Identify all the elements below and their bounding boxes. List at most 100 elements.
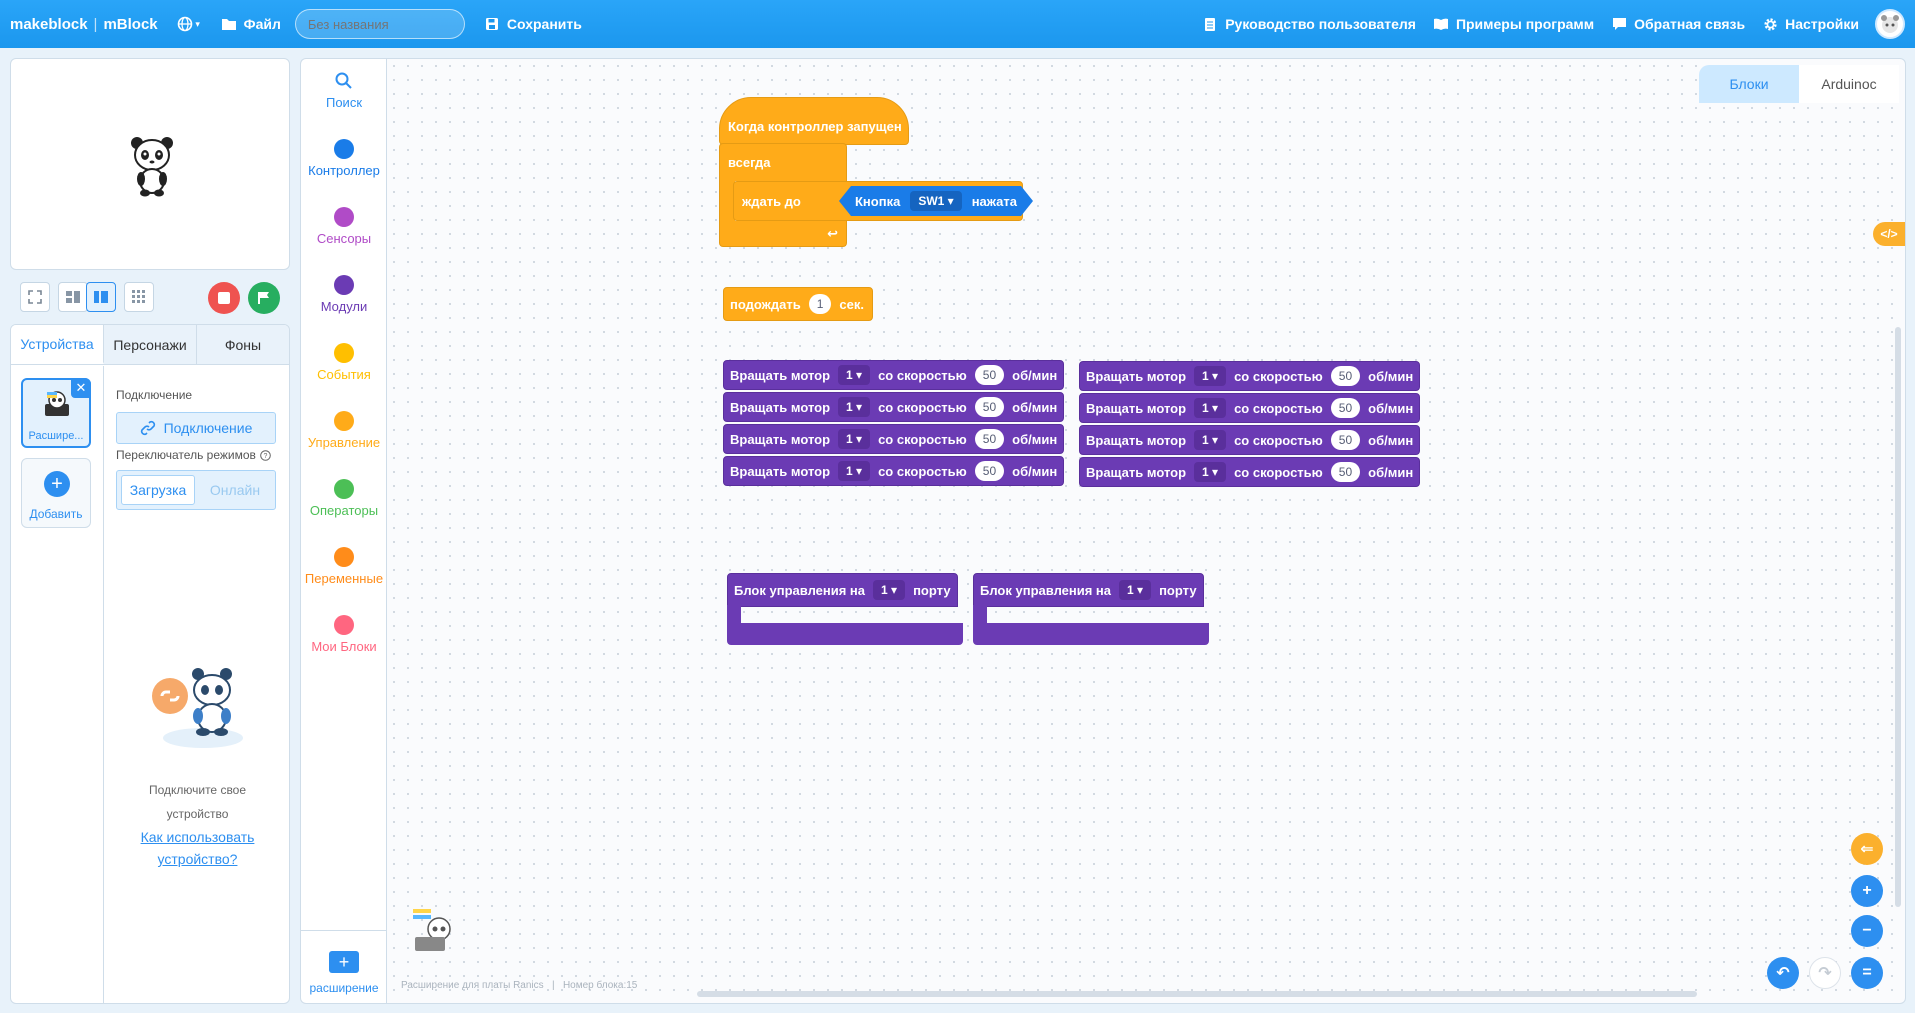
- normal-stage-button[interactable]: [86, 282, 116, 312]
- button-port-dropdown[interactable]: SW1 ▾: [910, 191, 961, 211]
- motor-dropdown[interactable]: 1 ▾: [838, 365, 871, 385]
- motor-block[interactable]: Вращать мотор 1 ▾ со скоростью 50 об/мин: [1079, 361, 1421, 391]
- how-to-link-line2[interactable]: устройство?: [157, 851, 238, 867]
- motor-dropdown[interactable]: 1 ▾: [1194, 462, 1227, 482]
- category-variables[interactable]: Переменные: [301, 547, 387, 586]
- device-settings: Подключение Подключение Переключатель ре…: [116, 366, 279, 1003]
- how-to-link-line1[interactable]: Как использовать: [140, 829, 255, 845]
- wait-seconds-input[interactable]: 1: [808, 294, 832, 314]
- speed-input[interactable]: 50: [974, 461, 1005, 481]
- speed-label: со скоростью: [878, 463, 967, 479]
- control-unit-block[interactable]: Блок управления на 1 ▾ порту: [727, 573, 958, 607]
- chevron-down-icon[interactable]: ▾: [195, 18, 200, 29]
- motor-block[interactable]: Вращать мотор 1 ▾ со скоростью 50 об/мин: [1079, 425, 1421, 455]
- category-sensors[interactable]: Сенсоры: [301, 207, 387, 246]
- button-pressed-block[interactable]: Кнопка SW1 ▾ нажата: [839, 186, 1033, 216]
- motor-block[interactable]: Вращать мотор 1 ▾ со скоростью 50 об/мин: [723, 456, 1065, 486]
- motor-block[interactable]: Вращать мотор 1 ▾ со скоростью 50 об/мин: [723, 424, 1065, 454]
- motor-dropdown[interactable]: 1 ▾: [1194, 430, 1227, 450]
- category-control[interactable]: Управление: [301, 411, 387, 450]
- speed-input[interactable]: 50: [974, 429, 1005, 449]
- speed-input[interactable]: 50: [974, 365, 1005, 385]
- settings-menu[interactable]: Настройки: [1761, 15, 1859, 33]
- device-panda-icon: [45, 391, 69, 416]
- zoom-reset-icon[interactable]: =: [1851, 957, 1883, 989]
- examples-link[interactable]: Примеры программ: [1432, 15, 1594, 33]
- control-unit-label: Блок управления на: [734, 582, 866, 598]
- control-dot-icon: [334, 411, 354, 431]
- help-icon[interactable]: ?: [260, 449, 271, 461]
- device-card[interactable]: ✕ Расшире...: [21, 378, 91, 448]
- save-button[interactable]: Сохранить: [483, 15, 582, 33]
- remove-device-icon[interactable]: ✕: [71, 378, 91, 398]
- control-unit-port: 1: [881, 583, 888, 597]
- tab-devices[interactable]: Устройства: [11, 325, 104, 364]
- fullscreen-icon: [28, 290, 42, 304]
- motor-block[interactable]: Вращать мотор 1 ▾ со скоростью 50 об/мин: [723, 360, 1065, 390]
- motor-dropdown[interactable]: 1 ▾: [1194, 398, 1227, 418]
- feedback-link[interactable]: Обратная связь: [1610, 15, 1745, 33]
- tab-backdrops[interactable]: Фоны: [224, 336, 262, 353]
- motor-block[interactable]: Вращать мотор 1 ▾ со скоростью 50 об/мин: [1079, 393, 1421, 423]
- mode-upload-button[interactable]: Загрузка: [121, 475, 195, 505]
- category-operators[interactable]: Операторы: [301, 479, 387, 518]
- wait-until-label: ждать до: [742, 193, 801, 209]
- category-my-blocks[interactable]: Мои Блоки: [301, 615, 387, 654]
- code-toggle-icon[interactable]: </>: [1873, 222, 1905, 246]
- green-flag-button[interactable]: [248, 282, 280, 314]
- tab-blocks[interactable]: Блоки: [1699, 65, 1799, 103]
- horizontal-scrollbar[interactable]: [697, 991, 1697, 997]
- file-menu[interactable]: Файл: [220, 15, 281, 33]
- motor-block[interactable]: Вращать мотор 1 ▾ со скоростью 50 об/мин: [723, 392, 1065, 422]
- speed-label: со скоростью: [1234, 464, 1323, 480]
- zoom-in-icon[interactable]: +: [1851, 875, 1883, 907]
- motor-dropdown[interactable]: 1 ▾: [838, 461, 871, 481]
- grid-stage-button[interactable]: [124, 282, 154, 312]
- status-bar: Расширение для платы Ranics | Номер блок…: [401, 980, 637, 991]
- motor-dropdown[interactable]: 1 ▾: [838, 429, 871, 449]
- category-controller[interactable]: Контроллер: [301, 139, 387, 178]
- undo-icon[interactable]: ↶: [1767, 957, 1799, 989]
- motor-dropdown[interactable]: 1 ▾: [1194, 366, 1227, 386]
- speed-input[interactable]: 50: [974, 397, 1005, 417]
- motor-dropdown[interactable]: 1 ▾: [838, 397, 871, 417]
- category-events[interactable]: События: [301, 343, 387, 382]
- speed-input[interactable]: 50: [1330, 366, 1361, 386]
- control-unit-port-dropdown[interactable]: 1 ▾: [873, 580, 906, 600]
- stop-button[interactable]: [208, 282, 240, 314]
- speed-input[interactable]: 50: [1330, 462, 1361, 482]
- wait-seconds-block[interactable]: подождать 1 сек.: [723, 287, 873, 321]
- when-controller-starts-block[interactable]: Когда контроллер запущен: [719, 97, 909, 145]
- search-icon: [335, 72, 352, 89]
- user-avatar[interactable]: [1875, 9, 1905, 39]
- layout-normal-icon: [94, 291, 108, 303]
- connect-hint-line2: устройство: [166, 807, 229, 821]
- speed-input[interactable]: 50: [1330, 430, 1361, 450]
- tab-sprites[interactable]: Персонажи: [104, 325, 197, 364]
- category-search[interactable]: Поиск: [301, 71, 387, 110]
- extension-button[interactable]: + расширение: [301, 951, 387, 995]
- rpm-label: об/мин: [1012, 399, 1058, 415]
- forever-block[interactable]: всегда: [719, 143, 847, 181]
- motor-block[interactable]: Вращать мотор 1 ▾ со скоростью 50 об/мин: [1079, 457, 1421, 487]
- script-workspace[interactable]: Блоки Arduinoc </> Когда контроллер запу…: [386, 58, 1906, 1004]
- user-guide-link[interactable]: Руководство пользователя: [1201, 15, 1416, 33]
- save-label: Сохранить: [506, 16, 582, 32]
- vertical-scrollbar[interactable]: [1895, 327, 1901, 907]
- block-palette-collapse-icon[interactable]: ⇐: [1851, 833, 1883, 865]
- redo-icon[interactable]: ↷: [1809, 957, 1841, 989]
- small-stage-button[interactable]: [58, 282, 88, 312]
- control-unit-block[interactable]: Блок управления на 1 ▾ порту: [973, 573, 1204, 607]
- fullscreen-button[interactable]: [20, 282, 50, 312]
- add-device-button[interactable]: + Добавить: [21, 458, 91, 528]
- zoom-out-icon[interactable]: −: [1851, 915, 1883, 947]
- category-modules[interactable]: Модули: [301, 275, 387, 314]
- stage-canvas[interactable]: [10, 58, 290, 270]
- mode-live-button[interactable]: Онлайн: [209, 482, 261, 498]
- control-unit-port-dropdown[interactable]: 1 ▾: [1119, 580, 1152, 600]
- tab-arduino-code[interactable]: Arduinoc: [1799, 65, 1899, 103]
- connect-button[interactable]: Подключение: [116, 412, 276, 444]
- project-title-input[interactable]: [294, 9, 465, 39]
- speed-input[interactable]: 50: [1330, 398, 1361, 418]
- globe-icon[interactable]: [176, 15, 194, 33]
